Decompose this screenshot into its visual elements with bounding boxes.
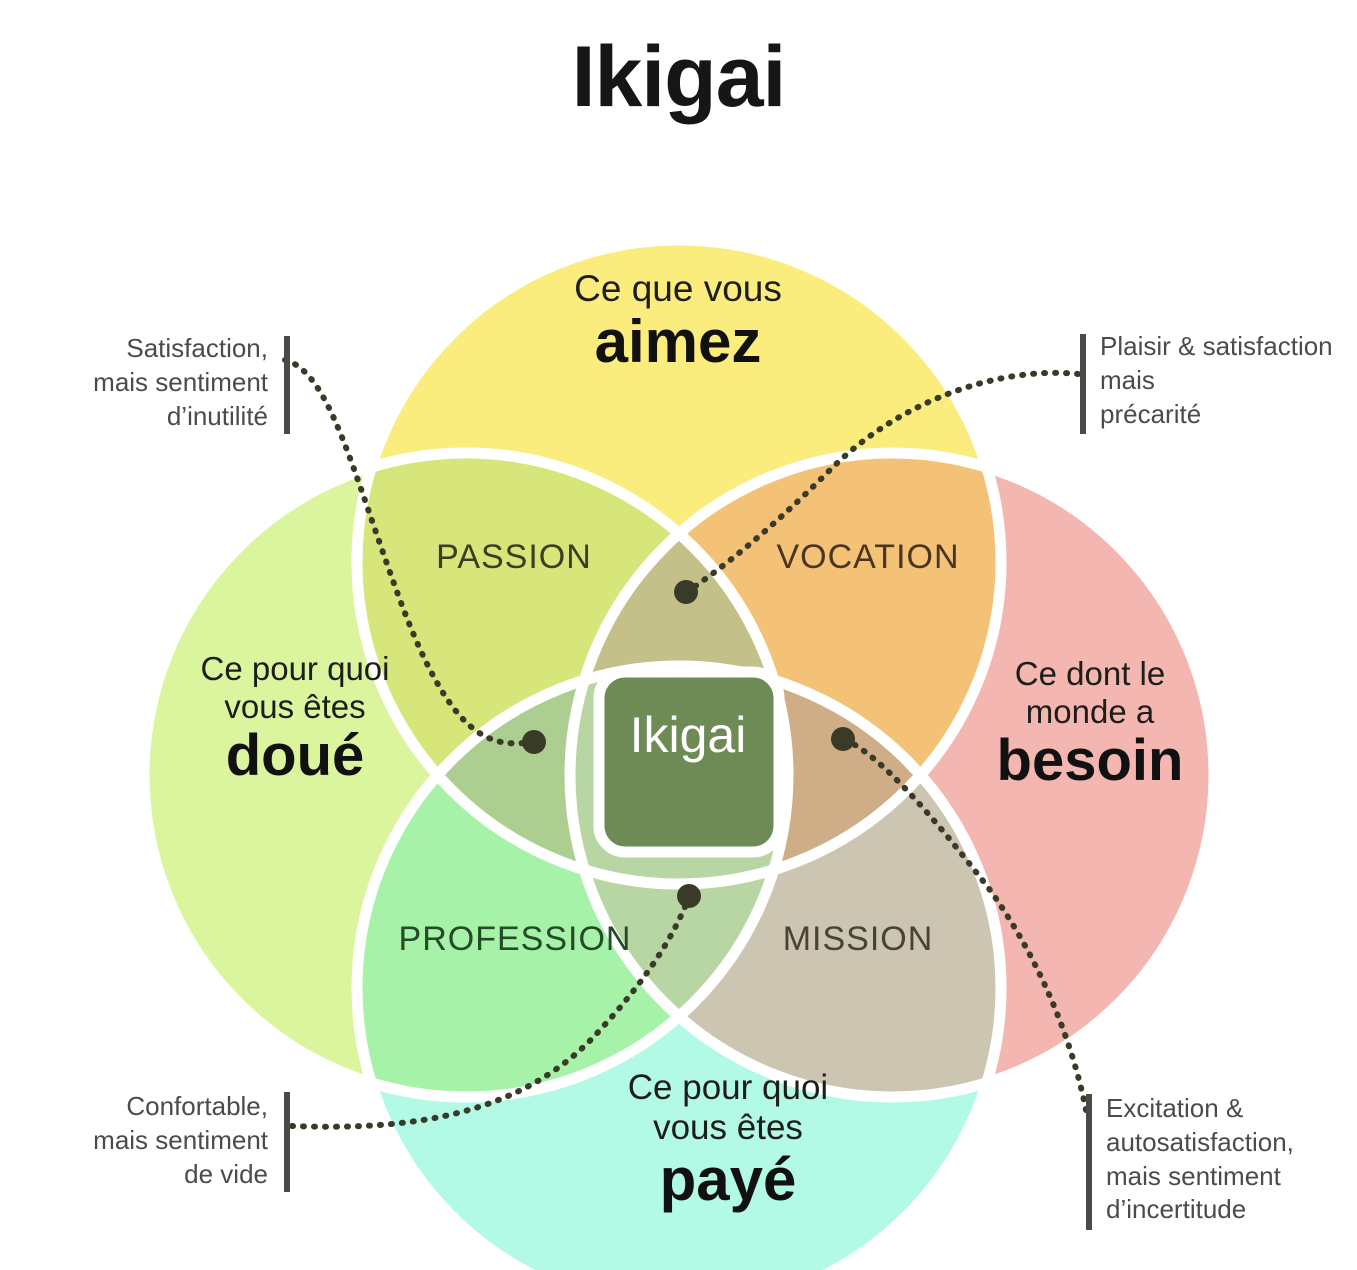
leader-dot-top-right: [674, 580, 698, 604]
annotation-bracket-top-right: [1080, 334, 1086, 434]
set-label-paye-line1: Ce pour quoi: [627, 1068, 829, 1107]
leader-dot-top-left: [522, 730, 546, 754]
annotation-text-top-left: Satisfaction, mais sentiment d’inutilité: [93, 333, 268, 431]
triple-top: [570, 453, 788, 884]
set-label-doue-line1: Ce pour quoi: [200, 650, 390, 687]
leader-bottom-right: [843, 737, 1089, 1113]
set-label-aimez: Ce que vous aimez: [428, 268, 928, 377]
leader-bottom-left: [289, 894, 692, 1130]
set-label-aimez-line1: Ce que vous: [574, 268, 782, 309]
center-ikigai-shape: [593, 666, 785, 858]
venn-sets: [138, 234, 1220, 1270]
set-label-paye: Ce pour quoi vous êtes payé: [528, 1068, 928, 1214]
leader-lines: [282, 357, 1089, 1130]
intersection-label-profession: PROFESSION: [398, 920, 632, 958]
annotation-text-top-right: Plaisir & satisfaction mais précarité: [1100, 331, 1333, 429]
venn-separators: [138, 234, 1220, 1270]
triple-right: [570, 666, 1001, 884]
annotation-bracket-top-left: [284, 336, 290, 434]
intersection-label-vocation: VOCATION: [776, 538, 960, 576]
set-label-doue-line3: doué: [225, 723, 365, 789]
triple-left: [357, 666, 788, 884]
annotation-text-bottom-right: Excitation & autosatisfaction, mais sent…: [1106, 1093, 1294, 1225]
leader-dot-bottom-right: [831, 727, 855, 751]
set-label-doue: Ce pour quoi vous êtes doué: [115, 650, 475, 789]
annotation-top-left: Satisfaction, mais sentiment d’inutilité: [60, 332, 290, 434]
set-label-besoin-line3: besoin: [996, 728, 1184, 794]
set-label-doue-line2: vous êtes: [224, 687, 366, 725]
annotation-bottom-right: Excitation & autosatisfaction, mais sent…: [1086, 1092, 1357, 1230]
intersection-label-passion: PASSION: [436, 538, 592, 576]
set-label-besoin: Ce dont le monde a besoin: [910, 655, 1270, 794]
leader-endpoints: [522, 580, 855, 908]
page-title: Ikigai: [571, 29, 787, 125]
leader-dot-bottom-left: [677, 884, 701, 908]
triple-bottom: [570, 666, 788, 1097]
annotation-text-bottom-left: Confortable, mais sentiment de vide: [93, 1091, 268, 1189]
set-label-paye-line3: payé: [659, 1145, 797, 1213]
annotation-bracket-bottom-right: [1086, 1094, 1092, 1230]
intersection-label-mission: MISSION: [782, 920, 934, 958]
leader-top-left: [282, 357, 536, 747]
set-label-besoin-line1: Ce dont le: [1014, 655, 1166, 692]
set-label-besoin-line2: monde a: [1025, 692, 1155, 730]
annotation-bottom-left: Confortable, mais sentiment de vide: [60, 1090, 290, 1192]
annotation-top-right: Plaisir & satisfaction mais précarité: [1080, 330, 1357, 434]
set-label-paye-line2: vous êtes: [653, 1107, 803, 1147]
center-label-ikigai: Ikigai: [629, 707, 747, 763]
annotation-bracket-bottom-left: [284, 1092, 290, 1192]
set-label-aimez-line2: aimez: [594, 308, 762, 376]
leader-top-right: [687, 369, 1081, 593]
